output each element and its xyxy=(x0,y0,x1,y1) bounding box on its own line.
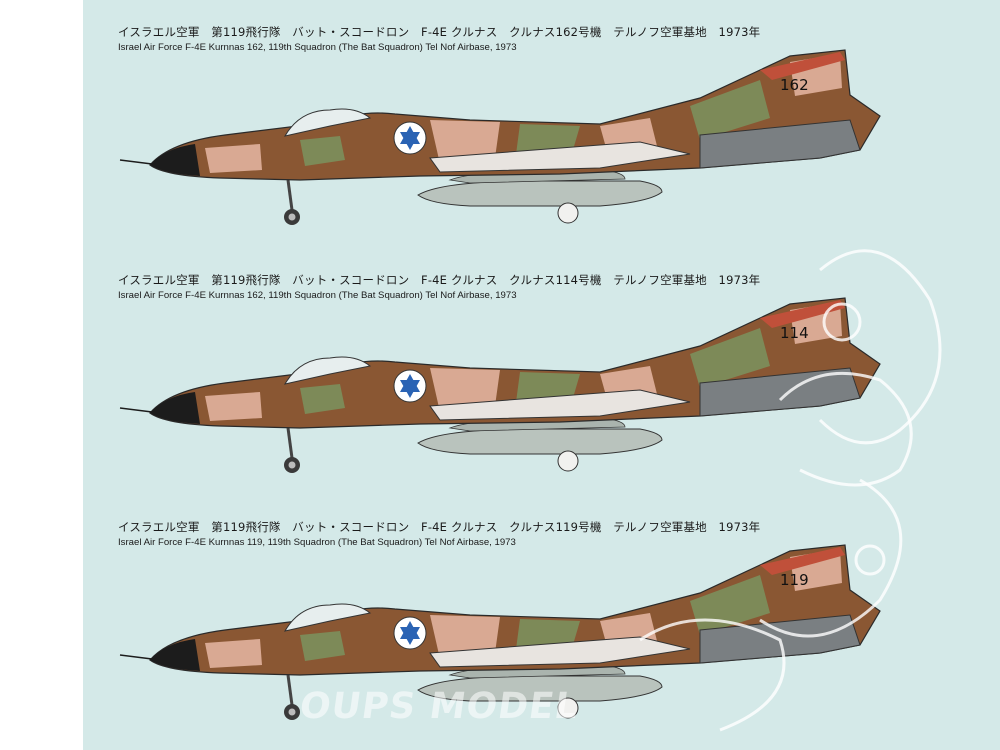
profile-2-caption-jp: イスラエル空軍 第119飛行隊 バット・スコードロン F-4E クルナス クルナ… xyxy=(118,273,761,287)
aircraft-profile-2: 114 xyxy=(0,288,1000,498)
tail-number: 119 xyxy=(780,571,809,589)
profile-3-caption-jp: イスラエル空軍 第119飛行隊 バット・スコードロン F-4E クルナス クルナ… xyxy=(118,520,761,534)
aircraft-drawing xyxy=(119,297,881,473)
aircraft-profile-1: 162 xyxy=(0,40,1000,250)
tail-number: 114 xyxy=(780,324,809,342)
profile-2-caption-en: Israel Air Force F-4E Kurnnas 162, 119th… xyxy=(118,290,517,301)
profile-1-caption-en: Israel Air Force F-4E Kurnnas 162, 119th… xyxy=(118,42,517,53)
profile-3-caption-en: Israel Air Force F-4E Kurnnas 119, 119th… xyxy=(118,537,516,548)
aircraft-profile-3: 119 xyxy=(0,535,1000,745)
profile-1-caption-jp: イスラエル空軍 第119飛行隊 バット・スコードロン F-4E クルナス クルナ… xyxy=(118,25,761,39)
tail-number: 162 xyxy=(780,76,809,94)
aircraft-drawing xyxy=(119,544,881,720)
aircraft-drawing xyxy=(119,49,881,225)
